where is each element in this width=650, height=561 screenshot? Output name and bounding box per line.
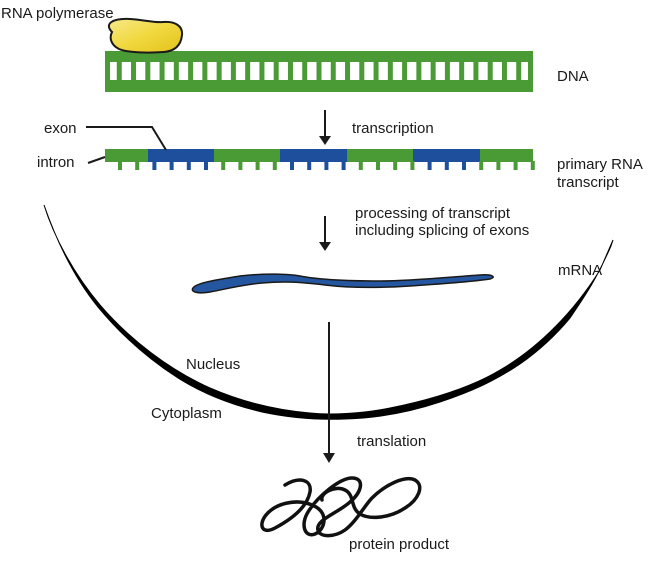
dna-rung — [387, 60, 393, 82]
exon-segment — [413, 149, 480, 162]
dna-rung — [501, 60, 507, 82]
transcript-tooth — [238, 161, 243, 170]
primary-rna-transcript — [105, 149, 535, 170]
dna-rung — [273, 60, 279, 82]
dna-rung — [230, 60, 236, 82]
cytoplasm-label: Cytoplasm — [151, 405, 222, 422]
transcript-tooth — [221, 161, 226, 170]
dna-rung — [473, 60, 479, 82]
dna-rung — [430, 60, 436, 82]
transcript-teeth — [118, 161, 535, 170]
dna-rung — [516, 60, 522, 82]
mrna-strand — [191, 273, 494, 294]
dna-rung — [444, 60, 450, 82]
intron-segment — [214, 149, 280, 162]
transcript-tooth — [496, 161, 501, 170]
dna-rung — [459, 60, 465, 82]
dna-rung — [487, 60, 493, 82]
transcript-tooth — [341, 161, 346, 170]
transcript-segments — [105, 149, 533, 162]
transcript-tooth — [324, 161, 329, 170]
dna-top-backbone — [105, 51, 533, 62]
intron-segment — [480, 149, 533, 162]
rna-polymerase-icon — [107, 17, 184, 54]
dna-rung — [173, 60, 179, 82]
transcript-tooth — [410, 161, 415, 170]
transcription-arrow — [319, 110, 331, 145]
exon-segment — [280, 149, 347, 162]
dna-rung — [159, 60, 165, 82]
intron-segment — [105, 149, 148, 162]
exon-label: exon — [44, 120, 77, 137]
dna-rung — [116, 60, 122, 82]
dna-rung — [330, 60, 336, 82]
transcript-tooth — [169, 161, 174, 170]
transcript-tooth — [290, 161, 294, 170]
transcript-tooth — [186, 161, 191, 170]
dna-rung — [359, 60, 365, 82]
dna-rung — [528, 60, 533, 82]
exon-segment — [148, 149, 214, 162]
mrna-label: mRNA — [558, 262, 603, 279]
processing-label: processing of transcript including splic… — [355, 205, 530, 239]
dna-strand — [105, 51, 533, 92]
protein-product-icon — [260, 476, 422, 538]
dna-rung — [145, 60, 151, 82]
dna-bottom-backbone — [105, 80, 533, 92]
dna-rung — [202, 60, 208, 82]
dna-label: DNA — [557, 68, 589, 85]
intron-leader-line — [87, 156, 106, 164]
dna-rung — [216, 60, 222, 82]
transcript-tooth — [358, 161, 363, 170]
transcript-tooth — [152, 161, 157, 170]
dna-rung — [287, 60, 293, 82]
transcript-tooth — [135, 161, 140, 170]
transcript-tooth — [272, 161, 277, 170]
processing-arrow — [319, 216, 331, 251]
transcript-tooth — [376, 161, 380, 170]
transcription-label: transcription — [352, 120, 434, 137]
transcript-tooth — [444, 161, 449, 170]
dna-rung — [402, 60, 408, 82]
dna-base-pairs — [105, 60, 533, 82]
intron-segment — [347, 149, 413, 162]
exon-leader-line — [86, 126, 167, 151]
protein-product-label: protein product — [349, 536, 450, 553]
transcript-tooth — [118, 161, 122, 170]
dna-rung — [259, 60, 265, 82]
nucleus-label: Nucleus — [186, 356, 241, 373]
transcript-tooth — [462, 161, 466, 170]
translation-label: translation — [357, 433, 427, 450]
rna-polymerase-label: RNA polymerase — [1, 5, 114, 22]
dna-rung — [188, 60, 194, 82]
transcript-tooth — [393, 161, 398, 170]
dna-rung — [105, 60, 110, 82]
transcript-tooth — [307, 161, 312, 170]
transcript-tooth — [479, 161, 484, 170]
transcript-tooth — [513, 161, 518, 170]
dna-rung — [316, 60, 322, 82]
transcript-tooth — [427, 161, 432, 170]
primary-rna-transcript-label: primary RNA transcript — [557, 156, 643, 191]
translation-arrow — [323, 322, 335, 463]
transcript-tooth — [255, 161, 260, 170]
dna-rung — [373, 60, 379, 82]
dna-rung — [302, 60, 308, 82]
transcript-tooth — [530, 161, 535, 170]
transcript-tooth — [204, 161, 208, 170]
nuclear-membrane — [43, 204, 614, 420]
dna-rung — [245, 60, 251, 82]
intron-label: intron — [37, 154, 75, 171]
dna-rung — [416, 60, 422, 82]
dna-rung — [131, 60, 137, 82]
dna-rung — [345, 60, 351, 82]
